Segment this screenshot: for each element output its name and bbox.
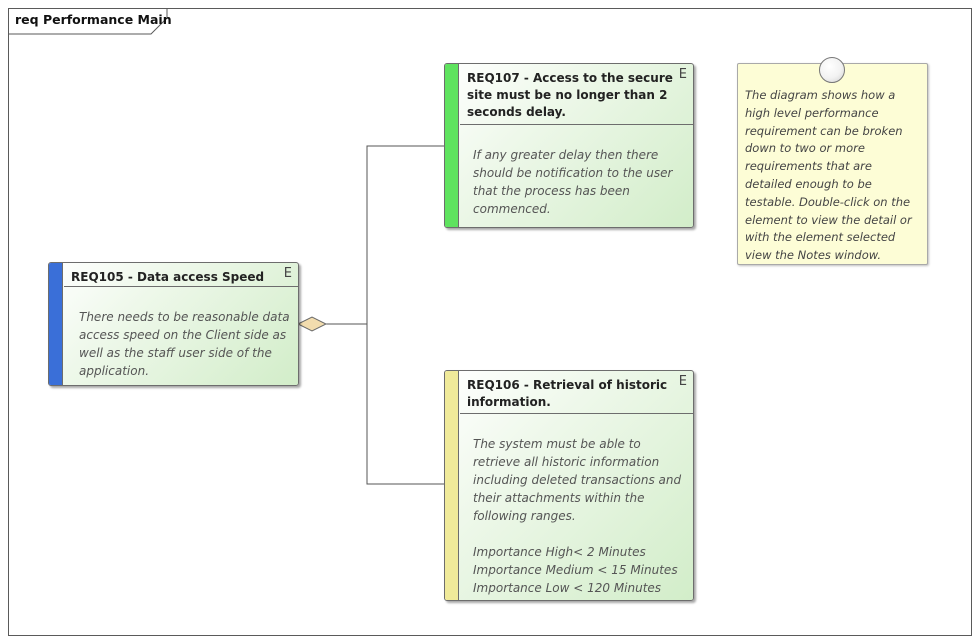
note-text: The diagram shows how a high level perfo…: [745, 88, 912, 263]
requirement-color-bar: [445, 371, 459, 600]
requirement-req106[interactable]: REQ106 - Retrieval of historic informati…: [444, 370, 694, 601]
diagram-note[interactable]: The diagram shows how a high level perfo…: [737, 63, 928, 265]
requirement-title: REQ106 - Retrieval of historic informati…: [467, 378, 668, 409]
aggregation-diamond-icon: [296, 316, 328, 332]
requirement-title: REQ105 - Data access Speed: [71, 270, 265, 284]
requirement-notes: If any greater delay then there should b…: [473, 148, 673, 216]
note-link-icon: [819, 57, 845, 83]
requirement-req107[interactable]: REQ107 - Access to the secure site must …: [444, 63, 694, 228]
element-icon: E: [678, 374, 687, 389]
frame-tab-outline: [8, 8, 168, 35]
diagram-frame: [8, 8, 972, 636]
element-icon: E: [678, 67, 687, 82]
requirement-color-bar: [49, 263, 63, 385]
frame-title: req Performance Main: [15, 12, 172, 27]
requirement-req105[interactable]: REQ105 - Data access Speed E There needs…: [48, 262, 299, 386]
compartment-separator: [64, 286, 298, 287]
connector-to-req106: [366, 324, 446, 485]
requirement-notes: There needs to be reasonable data access…: [79, 310, 290, 378]
requirement-notes: The system must be able to retrieve all …: [473, 437, 682, 595]
element-icon: E: [283, 266, 292, 281]
aggregation-connector[interactable]: [326, 145, 446, 485]
compartment-separator: [460, 413, 693, 414]
requirement-title: REQ107 - Access to the secure site must …: [467, 71, 673, 119]
connector-to-req107: [366, 145, 446, 324]
frame-tab: req Performance Main: [8, 8, 172, 35]
compartment-separator: [460, 124, 693, 125]
requirement-color-bar: [445, 64, 459, 227]
